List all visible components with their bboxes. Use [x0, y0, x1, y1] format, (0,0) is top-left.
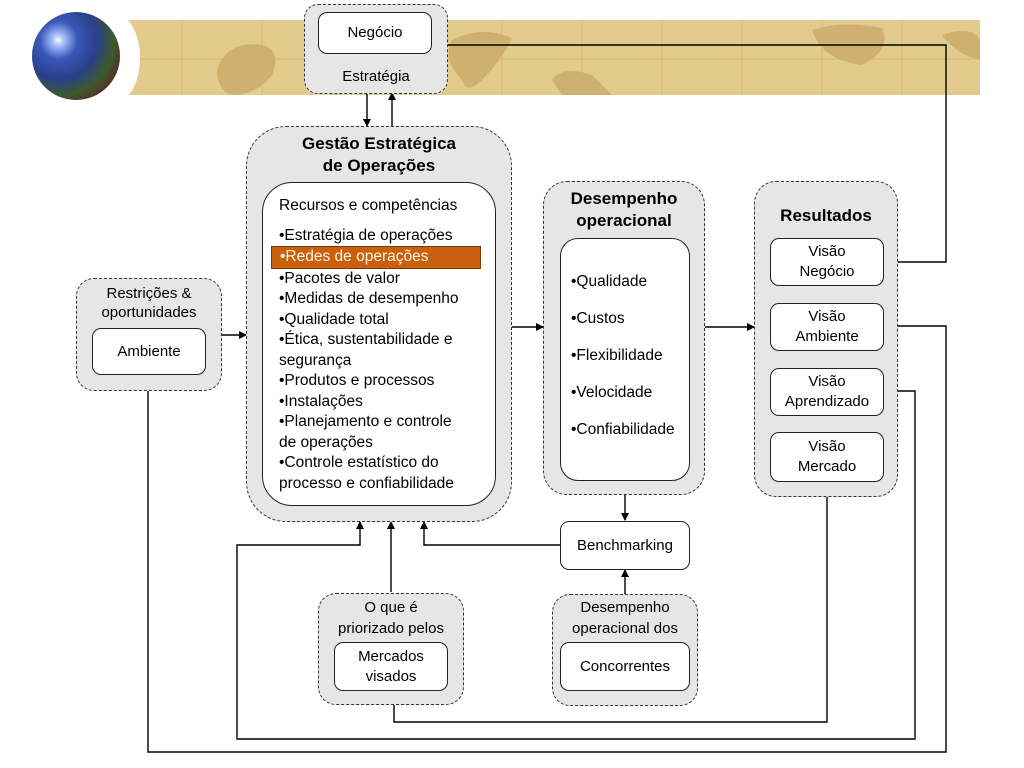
mercados-visados-box[interactable]: Mercados visados	[334, 642, 448, 691]
list-item: •Pacotes de valor	[279, 269, 400, 287]
gestao-title-line2: de Operações	[322, 156, 436, 175]
list-item: •Controle estatístico do	[279, 454, 439, 471]
visao-negocio-line2: Negócio	[799, 263, 855, 280]
restricoes-label-line2: oportunidades	[101, 304, 197, 321]
desempenho-title-line2: operacional	[576, 211, 672, 230]
visao-negocio-box[interactable]: Visão Negócio	[770, 238, 884, 286]
desempenho-list: •Qualidade •Custos •Flexibilidade •Veloc…	[571, 263, 675, 448]
globe-icon	[32, 12, 120, 100]
list-item: •Custos	[571, 310, 625, 327]
visao-negocio-line1: Visão	[808, 243, 846, 260]
visao-ambiente-line1: Visão	[808, 308, 846, 325]
restricoes-label-line1: Restrições &	[106, 285, 192, 302]
desempenho-title-line1: Desempenho	[570, 189, 678, 208]
mercados-visados-line2: visados	[365, 667, 417, 685]
list-item-highlighted[interactable]: •Redes de operações	[271, 246, 481, 269]
visao-ambiente-line2: Ambiente	[795, 328, 859, 345]
visao-mercado-box[interactable]: Visão Mercado	[770, 432, 884, 482]
world-map-banner	[122, 20, 980, 95]
list-item: •Velocidade	[571, 384, 653, 401]
list-item: •Ética, sustentabilidade e	[279, 331, 453, 348]
concorrentes-label: Concorrentes	[579, 657, 671, 675]
concorrentes-box[interactable]: Concorrentes	[560, 642, 690, 691]
list-item: •Estratégia de operações	[279, 226, 453, 244]
desempenho-box	[560, 238, 690, 481]
mercados-label-line2: priorizado pelos	[338, 620, 444, 637]
benchmarking-label: Benchmarking	[577, 536, 673, 554]
resultados-title: Resultados	[780, 206, 872, 225]
ambiente-box[interactable]: Ambiente	[92, 328, 206, 375]
estrategia-label: Estratégia	[342, 68, 410, 85]
list-item: •Produtos e processos	[279, 372, 435, 389]
negocio-box[interactable]: Negócio	[318, 12, 432, 54]
visao-mercado-line2: Mercado	[797, 458, 857, 475]
list-item: •Medidas de desempenho	[279, 290, 459, 307]
recursos-list: Recursos e competências •Estratégia de o…	[271, 196, 481, 494]
visao-mercado-line1: Visão	[808, 438, 846, 455]
ambiente-label: Ambiente	[117, 342, 181, 360]
visao-aprendizado-line1: Visão	[808, 373, 846, 390]
map-grid	[122, 20, 980, 95]
recursos-heading: Recursos e competências	[279, 197, 458, 214]
concorrentes-label-line2: operacional dos	[572, 620, 678, 637]
list-item: •Planejamento e controle	[279, 413, 452, 430]
concorrentes-label-line1: Desempenho	[580, 599, 670, 616]
benchmarking-box[interactable]: Benchmarking	[560, 521, 690, 570]
visao-aprendizado-box[interactable]: Visão Aprendizado	[770, 368, 884, 416]
list-item: de operações	[279, 433, 373, 451]
negocio-label: Negócio	[347, 24, 403, 41]
list-item: segurança	[279, 351, 352, 369]
list-item: •Qualidade total	[279, 310, 389, 328]
list-item: •Confiabilidade	[571, 421, 675, 438]
list-item: •Instalações	[279, 392, 363, 410]
visao-ambiente-box[interactable]: Visão Ambiente	[770, 303, 884, 351]
list-item: •Qualidade	[571, 273, 648, 290]
mercados-label-line1: O que é	[364, 599, 418, 616]
visao-aprendizado-line2: Aprendizado	[784, 393, 870, 410]
list-item: •Flexibilidade	[571, 347, 663, 364]
list-item: processo e confiabilidade	[279, 474, 454, 492]
arrow-benchmarking-to-gestao	[420, 521, 560, 546]
mercados-visados-line1: Mercados	[358, 647, 424, 665]
recursos-box	[262, 182, 496, 506]
gestao-title-line1: Gestão Estratégica	[301, 134, 456, 153]
